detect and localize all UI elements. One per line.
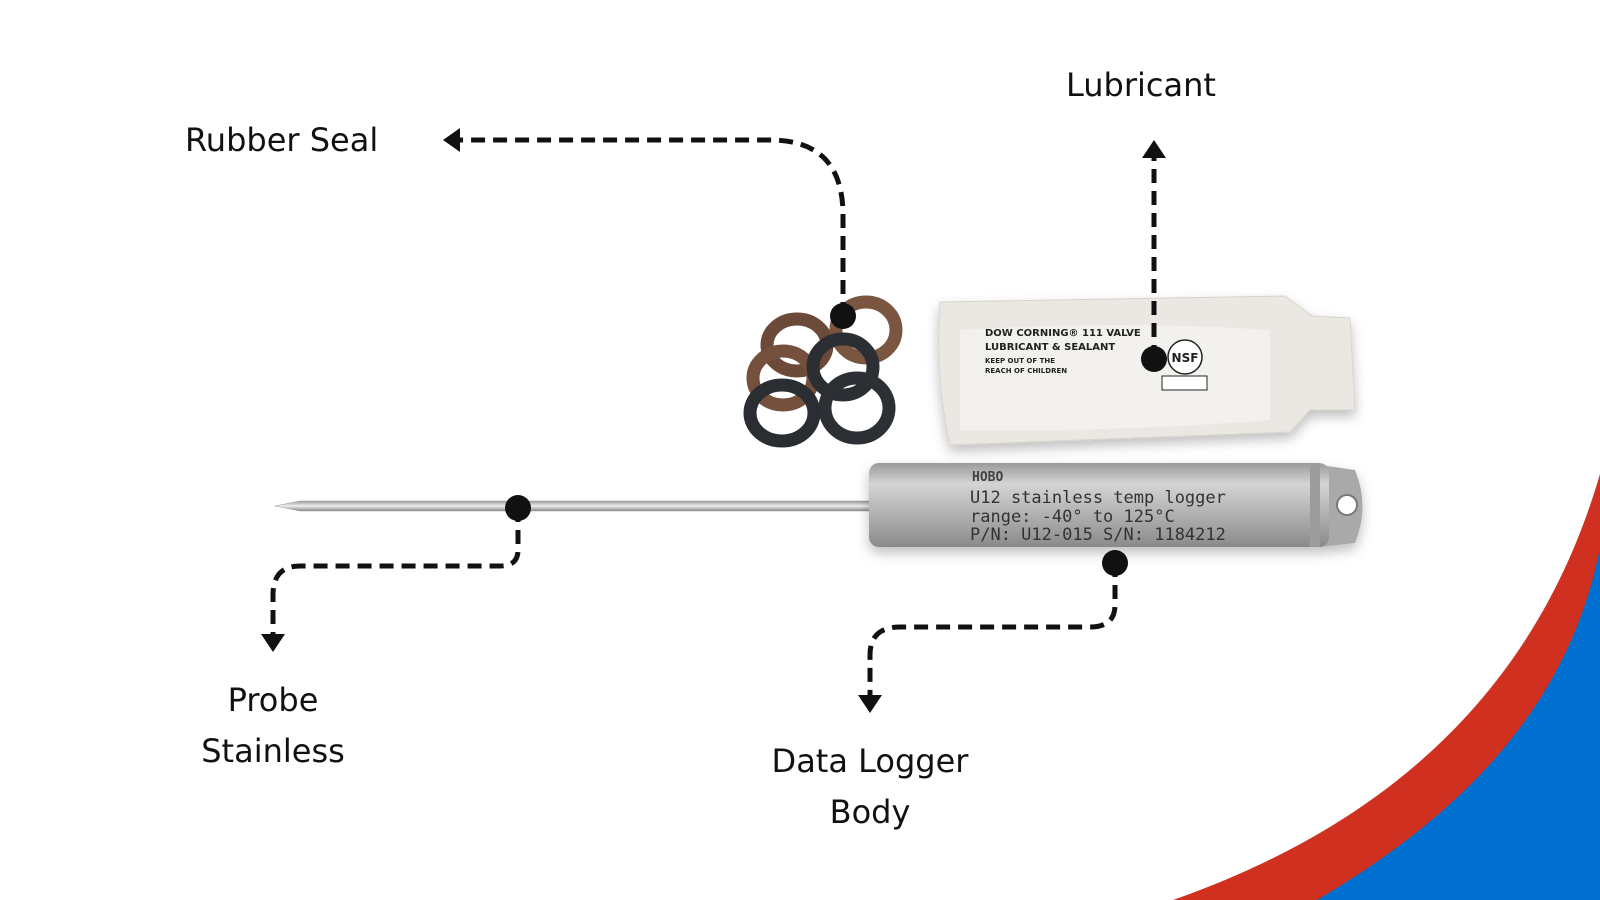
nsf-badge <box>1167 339 1203 375</box>
nsf-badge-text: NSF <box>1172 351 1199 365</box>
probe-arrowhead <box>261 634 285 652</box>
rubber-seal-label: Rubber Seal <box>185 121 379 159</box>
body-label-line-1: Data Logger <box>771 742 969 780</box>
packet-line-1: DOW CORNING® 111 VALVE <box>985 328 1141 339</box>
rubber-seal-rings <box>743 295 903 448</box>
probe-dot <box>505 495 531 521</box>
blue-swoosh <box>1317 548 1600 900</box>
logger-text: HOBO U12 stainless temp logger range: -4… <box>970 470 1226 545</box>
logger-line-3: P/N: U12-015 S/N: 1184212 <box>970 525 1226 545</box>
body-label-line-2: Body <box>829 793 911 831</box>
probe-label-line-1: Probe <box>227 681 319 719</box>
body-dot <box>1102 550 1128 576</box>
logger-line-2: range: -40° to 125°C <box>970 507 1175 527</box>
logger-brand: HOBO <box>972 470 1003 485</box>
body-arrowhead <box>858 695 882 713</box>
packet-line-4: REACH OF CHILDREN <box>985 367 1067 375</box>
probe-leader <box>270 508 521 638</box>
packet-line-3: KEEP OUT OF THE <box>985 357 1055 365</box>
packet-line-2: LUBRICANT & SEALANT <box>985 342 1115 353</box>
data-logger-body-label: Data Logger Body <box>740 736 1000 838</box>
rubber-seal-leader <box>455 137 846 316</box>
probe-label: Probe Stainless <box>173 675 373 777</box>
rubber-seal-dot <box>830 303 856 329</box>
logger-line-1: U12 stainless temp logger <box>970 488 1226 508</box>
lubricant-label: Lubricant <box>1066 66 1216 104</box>
lubricant-arrowhead <box>1142 140 1166 158</box>
body-leader <box>867 563 1118 699</box>
packet-text: DOW CORNING® 111 VALVE LUBRICANT & SEALA… <box>985 328 1208 391</box>
stainless-probe <box>274 500 876 512</box>
rubber-seal-arrowhead <box>443 128 460 152</box>
lubricant-packet <box>938 295 1356 446</box>
lubricant-dot <box>1141 346 1167 372</box>
probe-label-line-2: Stainless <box>201 732 345 770</box>
data-logger-body <box>869 463 1363 547</box>
